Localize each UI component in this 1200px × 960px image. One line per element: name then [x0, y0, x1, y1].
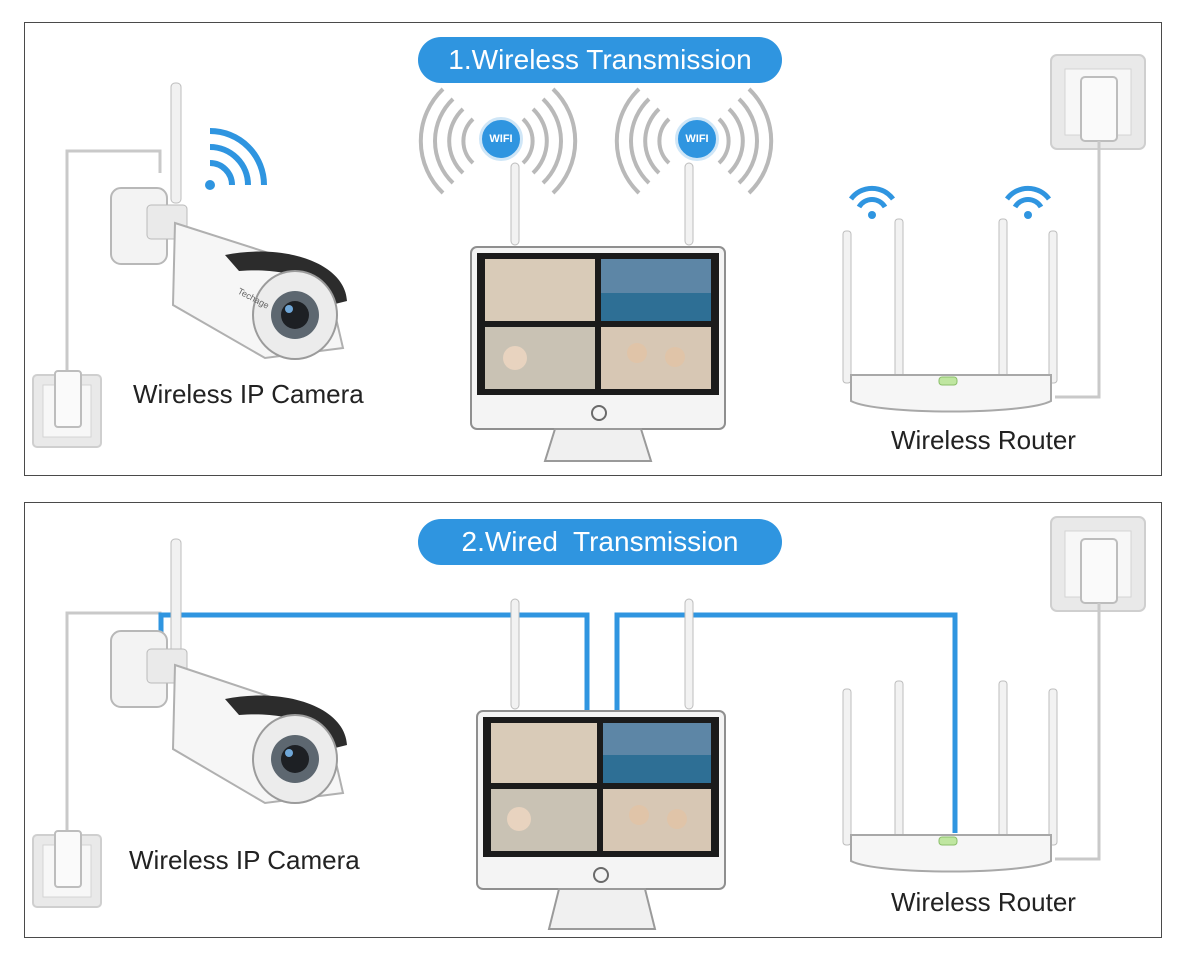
monitor-icon: [477, 711, 725, 929]
wired-transmission-panel: 2.Wired Transmission: [24, 502, 1162, 938]
power-outlet-icon: [33, 371, 101, 447]
wireless-transmission-panel: 1.Wireless Transmission Techage: [24, 22, 1162, 476]
router-label: Wireless Router: [891, 425, 1076, 456]
power-outlet-icon: [33, 831, 101, 907]
router-icon: [843, 219, 1057, 412]
wifi-icon: [1007, 188, 1049, 207]
camera-label: Wireless IP Camera: [129, 845, 360, 876]
wifi-icon: [851, 188, 893, 207]
power-outlet-icon: [1051, 517, 1145, 611]
monitor-icon: [471, 247, 725, 461]
router-icon: [843, 681, 1057, 872]
wifi-badge-right: WIFI: [675, 117, 719, 161]
power-outlet-icon: [1051, 55, 1145, 149]
wifi-icon: [205, 131, 264, 190]
camera-icon: [111, 539, 347, 803]
router-label: Wireless Router: [891, 887, 1076, 918]
router-power-cable: [1055, 603, 1099, 859]
wifi-badge-left: WIFI: [479, 117, 523, 161]
camera-label: Wireless IP Camera: [133, 379, 364, 410]
router-power-cable: [1055, 141, 1099, 397]
camera-icon: [111, 83, 347, 359]
